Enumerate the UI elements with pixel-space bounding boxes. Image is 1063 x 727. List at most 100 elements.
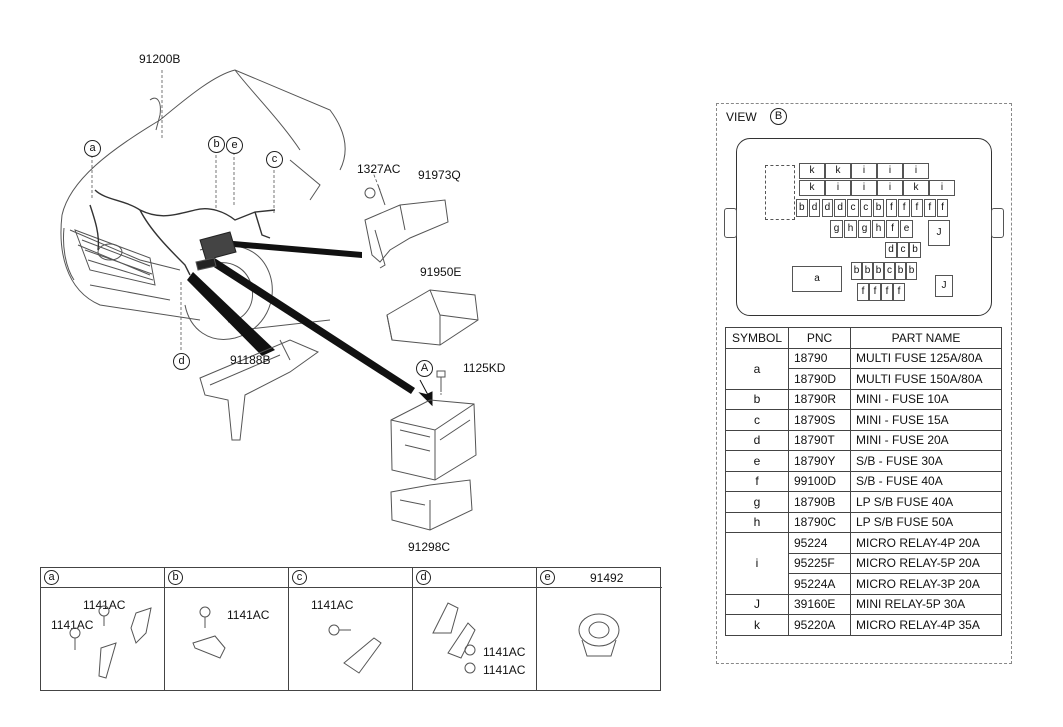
fuse-cell-i: i (825, 180, 851, 196)
fuse-cell-b: b (906, 262, 917, 280)
detail-e: e 91492 (537, 568, 662, 690)
marker-A: A (416, 360, 433, 377)
table-cell-symbol: i (725, 532, 789, 595)
marker-b: b (208, 136, 225, 153)
bolt-drawing (436, 370, 446, 392)
fuse-cell-c: c (847, 199, 859, 217)
table-cell-symbol: c (725, 409, 789, 431)
table-cell-symbol: d (725, 429, 789, 451)
fuse-cell-b: b (873, 262, 884, 280)
table-cell-part-name: LP S/B FUSE 40A (850, 491, 1002, 513)
view-b-panel (716, 103, 1012, 664)
fuse-cell-c: c (884, 262, 895, 280)
marker-c: c (266, 151, 283, 168)
fuse-cell-h: h (844, 220, 857, 238)
table-cell-symbol: f (725, 470, 789, 492)
table-cell-pnc: 99100D (788, 470, 851, 492)
table-cell-part-name: MULTI FUSE 125A/80A (850, 347, 1002, 369)
detail-b: b 1141AC (165, 568, 289, 690)
label-clip: 1327AC (357, 162, 401, 176)
grille (74, 229, 156, 286)
label-harness: 91200B (139, 52, 181, 66)
table-cell-pnc: 18790 (788, 347, 851, 369)
fuse-cell-b: b (895, 262, 906, 280)
mount-tab-right (991, 208, 1004, 238)
cover-drawing (386, 289, 479, 346)
table-cell-symbol: b (725, 388, 789, 410)
table-cell-part-name: MULTI FUSE 150A/80A (850, 368, 1002, 390)
clip-drawing (364, 187, 376, 199)
fuse-cell-d: d (834, 199, 846, 217)
fuse-cell-k: k (799, 180, 825, 196)
table-cell-pnc: 18790R (788, 388, 851, 410)
label-lower-case: 91298C (408, 540, 451, 554)
table-cell-pnc: 95225F (788, 552, 851, 574)
detail-b-drawing (192, 606, 226, 659)
fuse-cell-i: i (929, 180, 955, 196)
table-cell-pnc: 95220A (788, 614, 851, 636)
detail-d-marker: d (416, 570, 431, 585)
detail-callouts: a 1141AC 1141AC b 1141AC c 1141AC (40, 567, 662, 691)
detail-a-marker: a (44, 570, 59, 585)
marker-B: B (770, 108, 787, 125)
lower-case-drawing (390, 479, 473, 531)
marker-d: d (173, 353, 190, 370)
detail-a: a 1141AC 1141AC (41, 568, 165, 690)
table-header-symbol: SYMBOL (725, 327, 789, 349)
bracket-drawing (364, 184, 449, 269)
fuse-cell-b: b (872, 199, 885, 217)
fuse-cell-f: f (881, 283, 893, 301)
label-bolt: 1125KD (463, 361, 506, 375)
relay-block-J-lower: J (935, 275, 953, 297)
fuse-cell-d: d (885, 242, 897, 258)
fuse-cell-b: b (909, 242, 921, 258)
table-cell-pnc: 18790C (788, 511, 851, 533)
fuse-cell-f: f (924, 199, 936, 217)
fuse-cell-f: f (886, 220, 899, 238)
fuse-cell-i: i (877, 163, 903, 179)
detail-d: d 1141AC 1141AC (413, 568, 537, 690)
fuse-cell-f: f (898, 199, 910, 217)
fuse-cell-k: k (825, 163, 851, 179)
junction-box-drawing (390, 399, 477, 481)
fuse-cell-f: f (869, 283, 881, 301)
table-cell-symbol: J (725, 593, 789, 615)
table-cell-symbol: h (725, 511, 789, 533)
detail-b-label-1: 1141AC (227, 608, 270, 622)
fuse-cell-g: g (858, 220, 871, 238)
fuse-cell-f: f (885, 199, 898, 217)
fuse-cell-f: f (857, 283, 869, 301)
detail-a-label-1: 1141AC (83, 598, 126, 612)
fuse-block-a: a (792, 266, 842, 292)
table-header-row: SYMBOL PNC PART NAME (725, 327, 1002, 349)
table-cell-pnc: 18790S (788, 409, 851, 431)
table-cell-part-name: MINI - FUSE 10A (850, 388, 1002, 410)
table-cell-symbol: a (725, 347, 789, 390)
fuse-cell-b: b (851, 262, 862, 280)
detail-e-marker: e (540, 570, 555, 585)
vehicle-outline (60, 69, 346, 340)
label-cover: 91950E (420, 265, 462, 279)
marker-a: a (84, 140, 101, 157)
fuse-cell-b: b (862, 262, 873, 280)
table-cell-pnc: 18790T (788, 429, 851, 451)
relay-block-J-upper: J (928, 220, 950, 246)
detail-c-drawing (328, 624, 382, 674)
table-cell-pnc: 18790D (788, 368, 851, 390)
table-cell-part-name: MICRO RELAY-4P 35A (850, 614, 1002, 636)
fuse-cell-b: b (796, 199, 808, 217)
fuse-cell-c: c (860, 199, 872, 217)
detail-a-drawing (69, 605, 152, 679)
arrow-icon (418, 379, 433, 407)
table-cell-part-name: MICRO RELAY-3P 20A (850, 573, 1002, 595)
detail-d-label-2: 1141AC (483, 663, 526, 677)
table-cell-part-name: MICRO RELAY-4P 20A (850, 532, 1002, 554)
table-cell-symbol: k (725, 614, 789, 636)
